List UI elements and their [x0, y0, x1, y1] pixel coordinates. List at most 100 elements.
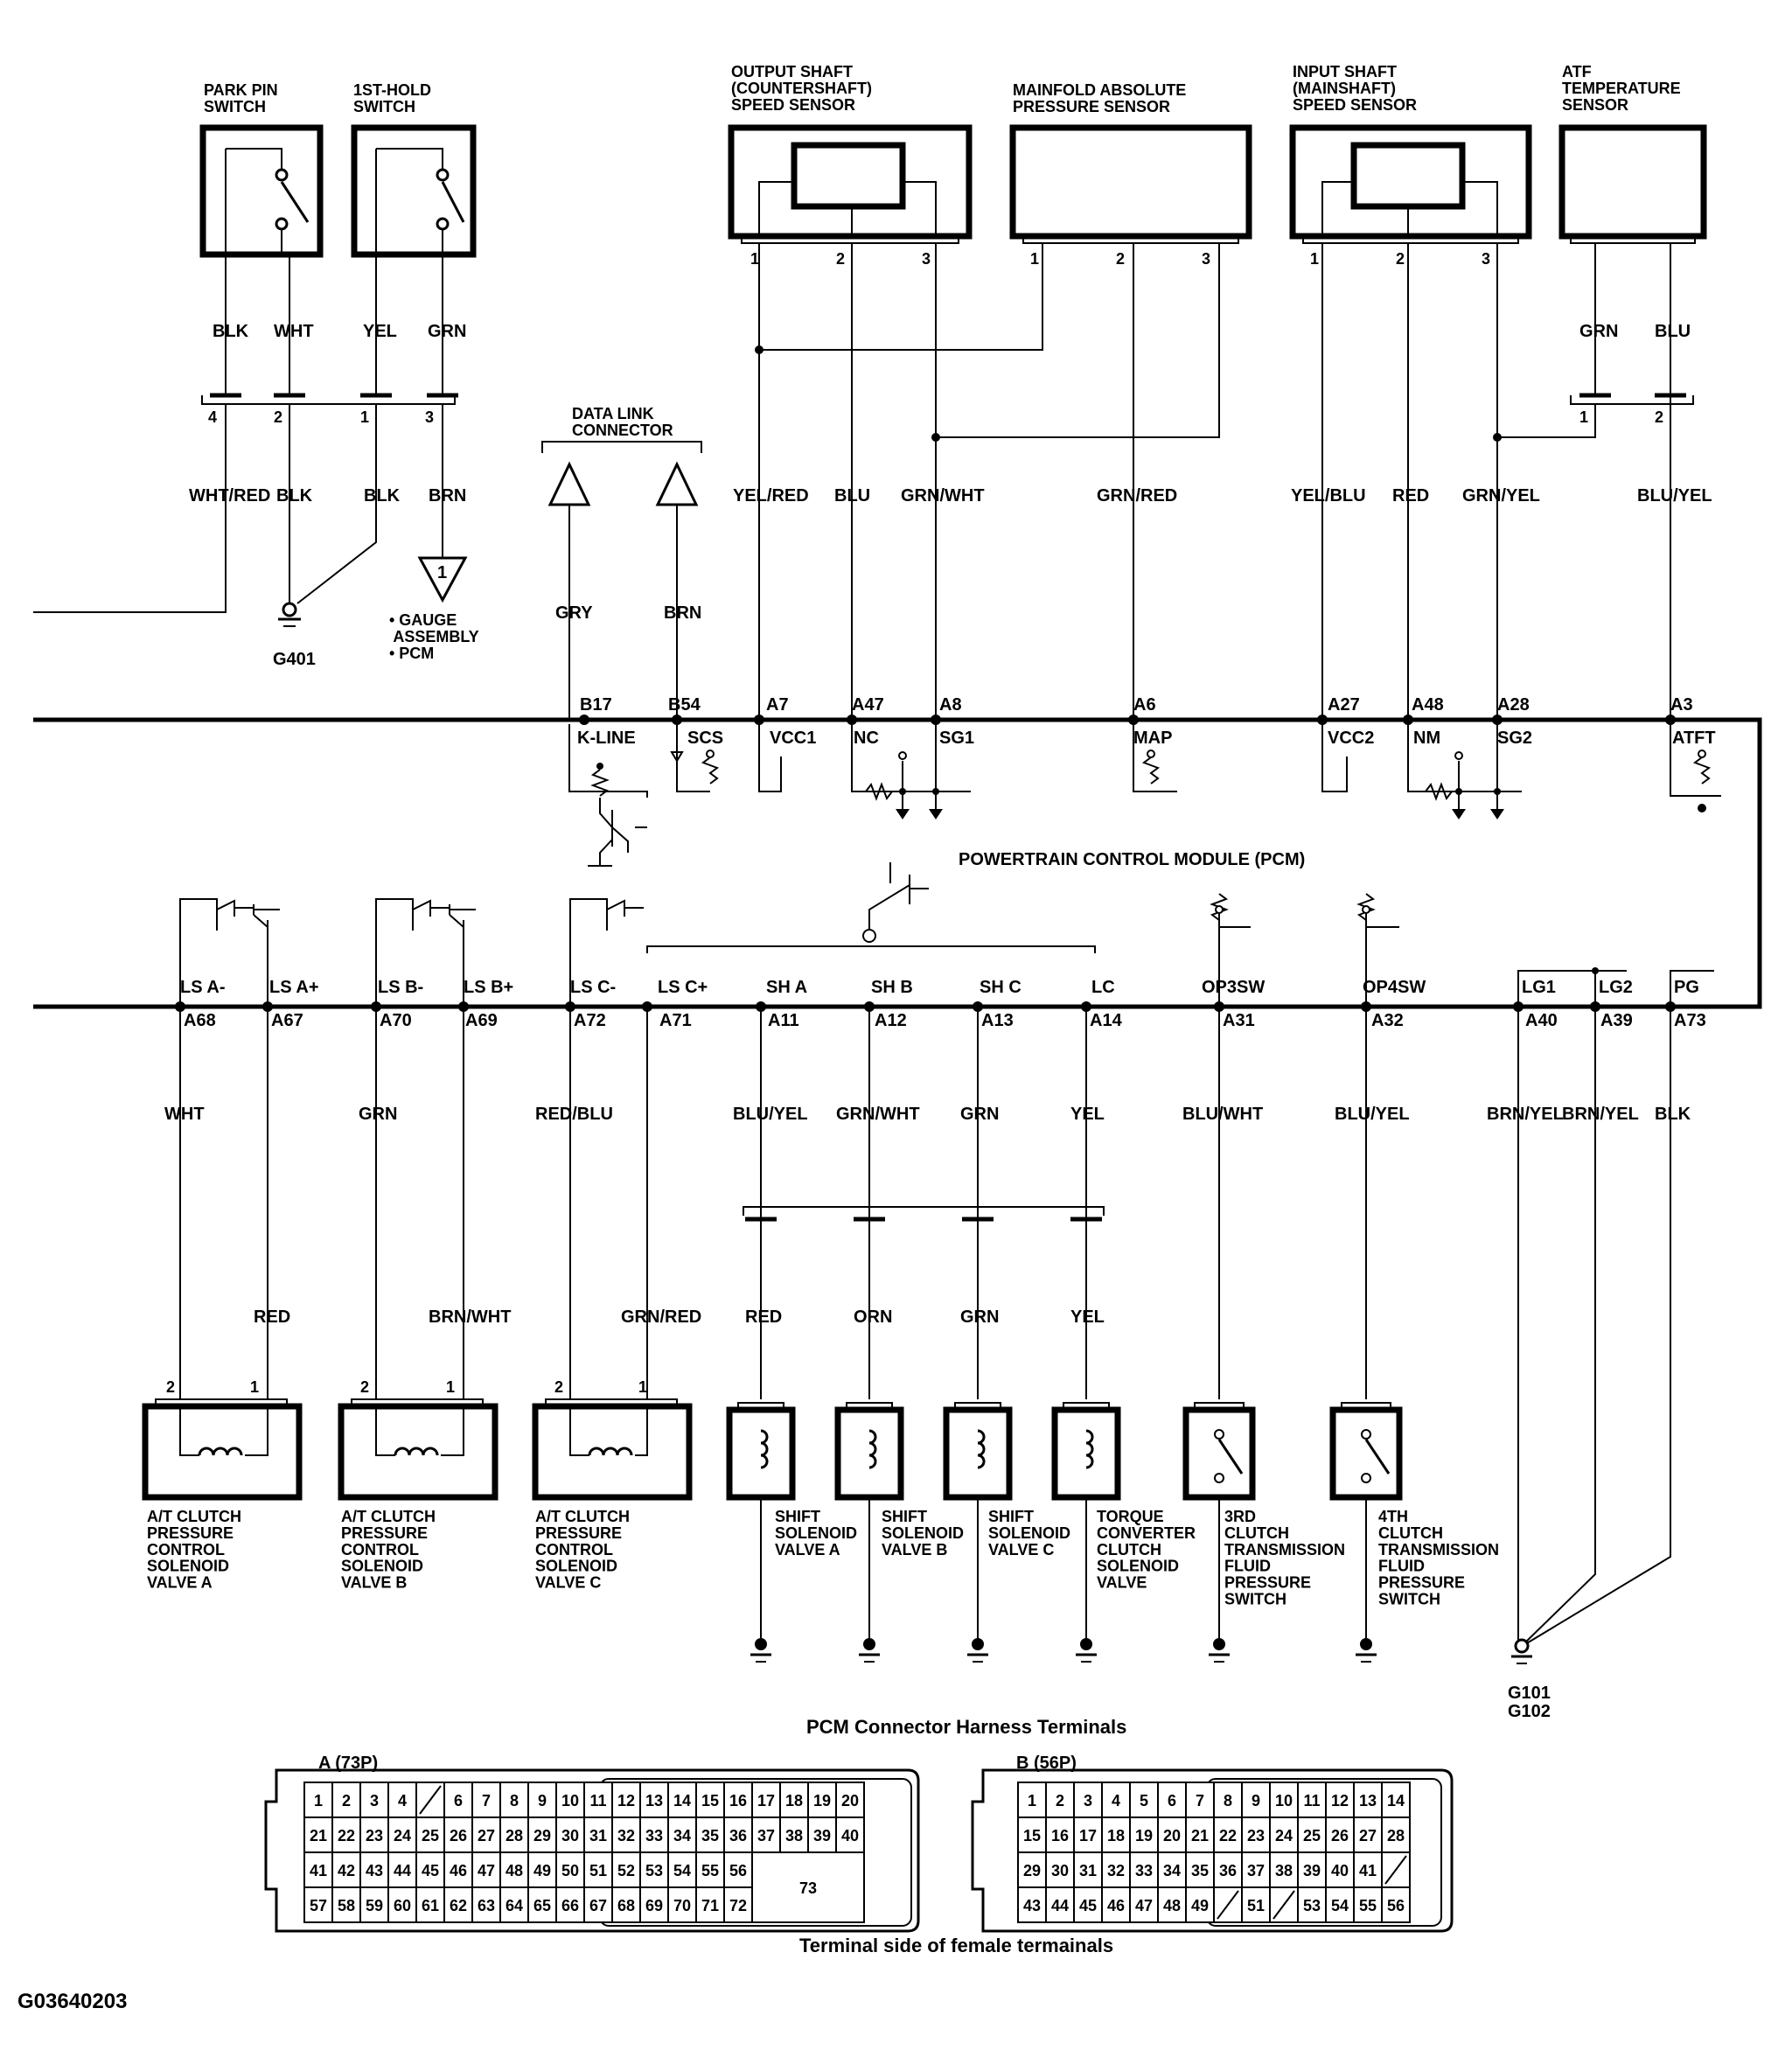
conn-b-pin: 49 [1191, 1897, 1209, 1914]
conn-b-cell [1101, 1851, 1131, 1888]
conn-b-pin: 33 [1135, 1862, 1153, 1879]
harness-title: PCM Connector Harness Terminals [806, 1716, 1126, 1738]
svg-text:NC: NC [854, 729, 879, 748]
conn-a-pin: 29 [533, 1827, 551, 1844]
svg-text:YEL: YEL [363, 322, 397, 341]
svg-text:1: 1 [250, 1378, 259, 1396]
svg-text:GRN/WHT: GRN/WHT [901, 486, 985, 506]
lower-terminals: LS A- LS A+ LS B- LS B+ LS C- LS C+ SH A… [175, 978, 1706, 1030]
conn-b-pin: 2 [1056, 1792, 1064, 1809]
svg-text:BLU/YEL: BLU/YEL [1335, 1105, 1410, 1124]
svg-text:YEL: YEL [1070, 1105, 1105, 1124]
conn-a-pin: 30 [561, 1827, 579, 1844]
conn-a-pin: 73 [799, 1879, 817, 1897]
conn-a-pin: 15 [701, 1792, 719, 1809]
conn-b-cell [1045, 1886, 1075, 1923]
svg-text:BLK: BLK [213, 322, 249, 341]
conn-b-cell [1185, 1816, 1215, 1853]
conn-b-pin: 35 [1191, 1862, 1209, 1879]
svg-text:BLU: BLU [1655, 322, 1691, 341]
svg-text:A28: A28 [1497, 695, 1530, 715]
conn-b-pin: 53 [1303, 1897, 1321, 1914]
svg-text:YEL/RED: YEL/RED [733, 486, 809, 506]
conn-a-pin: 34 [673, 1827, 691, 1844]
conn-a-pin: 67 [589, 1897, 607, 1914]
figure-id: G03640203 [17, 1990, 127, 2013]
svg-text:2: 2 [554, 1378, 563, 1396]
conn-b-pin: 18 [1107, 1827, 1125, 1844]
conn-a-pin: 17 [757, 1792, 775, 1809]
conn-b-cell [1353, 1816, 1383, 1853]
conn-a-pin: 53 [645, 1862, 663, 1879]
conn-b-pin: 47 [1135, 1897, 1153, 1914]
conn-a-cell [611, 1886, 641, 1923]
conn-a-pin: 69 [645, 1897, 663, 1914]
conn-a-pin: 66 [561, 1897, 579, 1914]
conn-b-cell [1353, 1886, 1383, 1923]
conn-b-cell [1297, 1816, 1327, 1853]
conn-a-pin: 60 [394, 1897, 411, 1914]
conn-a-cell [331, 1851, 361, 1888]
conn-b-pin: 40 [1331, 1862, 1349, 1879]
triangle-ref-label: 1 [437, 563, 447, 582]
conn-a-pin: 54 [673, 1862, 691, 1879]
conn-a-pin: 16 [729, 1792, 747, 1809]
svg-text:BRN: BRN [429, 486, 466, 506]
svg-text:BRN/YEL: BRN/YEL [1487, 1105, 1564, 1124]
conn-b-pin: 44 [1051, 1897, 1069, 1914]
svg-text:3: 3 [1202, 250, 1210, 268]
conn-b-pin: 11 [1303, 1792, 1320, 1809]
svg-text:LS B+: LS B+ [464, 978, 513, 997]
conn-b-pin: 39 [1303, 1862, 1321, 1879]
ground-g401-label: G401 [273, 650, 316, 669]
svg-text:LG2: LG2 [1599, 978, 1633, 997]
upper-terminals: B17 B54 A7 A47 A8 A6 A27 A48 A28 A3 K-LI… [577, 695, 1716, 748]
conn-a-pin: 20 [841, 1792, 859, 1809]
conn-b-pin: 29 [1023, 1862, 1041, 1879]
svg-text:K-LINE: K-LINE [577, 729, 636, 748]
conn-a-pin: 24 [394, 1827, 411, 1844]
svg-text:YEL/BLU: YEL/BLU [1291, 486, 1366, 506]
conn-a-cell [359, 1886, 389, 1923]
svg-text:WHT/RED: WHT/RED [189, 486, 270, 506]
conn-a-pin: 37 [757, 1827, 775, 1844]
conn-a-cell [527, 1816, 557, 1853]
conn-b-pin: 41 [1359, 1862, 1377, 1879]
conn-b-pin: 10 [1275, 1792, 1293, 1809]
pcm-bus [33, 717, 1762, 1009]
svg-text:SG2: SG2 [1497, 729, 1532, 748]
svg-text:A12: A12 [875, 1011, 907, 1030]
conn-b-pin: 19 [1135, 1827, 1153, 1844]
conn-a-cell [387, 1816, 417, 1853]
svg-text:GRN: GRN [428, 322, 466, 341]
svg-text:PG: PG [1674, 978, 1699, 997]
conn-a-cell [583, 1886, 613, 1923]
svg-text:SG1: SG1 [939, 729, 974, 748]
conn-a-pin: 8 [510, 1792, 519, 1809]
conn-b-cell [1185, 1886, 1215, 1923]
svg-text:RED: RED [254, 1307, 290, 1327]
conn-a-pin: 22 [338, 1827, 355, 1844]
conn-a-pin: 46 [450, 1862, 467, 1879]
conn-b-pin: 54 [1331, 1897, 1349, 1914]
conn-a-pin: 14 [673, 1792, 691, 1809]
conn-a-cell [303, 1886, 333, 1923]
svg-text:GRN: GRN [960, 1105, 999, 1124]
conn-a-pin: 72 [729, 1897, 747, 1914]
conn-b-cell [1073, 1816, 1103, 1853]
svg-text:LS A+: LS A+ [269, 978, 319, 997]
sensor-wires: 1 2 YEL/RED BLU GRN/WHT GRN/RED YEL/BLU … [733, 243, 1712, 720]
svg-text:GRN: GRN [359, 1105, 397, 1124]
input-shaft-speed-sensor: INPUT SHAFT(MAINSHAFT)SPEED SENSOR 1 2 3 [1289, 63, 1532, 268]
conn-b-pin: 31 [1079, 1862, 1097, 1879]
conn-b-cell [1073, 1851, 1103, 1888]
svg-text:YEL: YEL [1070, 1307, 1105, 1327]
conn-b-pin: 6 [1168, 1792, 1176, 1809]
conn-a-cell [835, 1782, 865, 1818]
